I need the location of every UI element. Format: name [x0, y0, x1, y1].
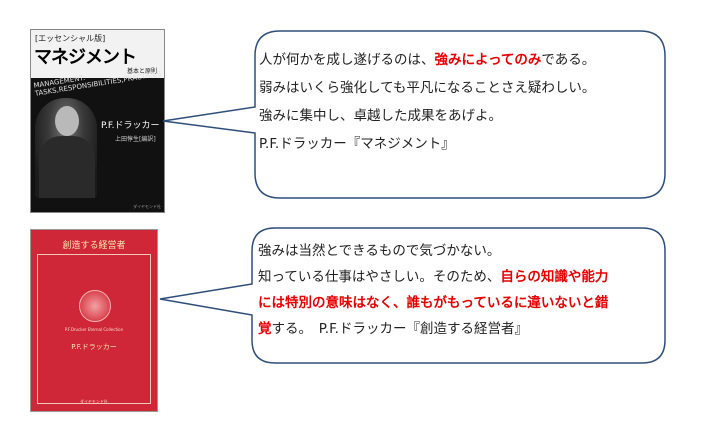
quote-management: 人が何かを成し遂げるのは、強みによってのみである。 弱みはいくら強化しても平凡に… [259, 46, 595, 158]
book-author: P.F.ドラッカー [101, 121, 160, 131]
cover-frame [37, 254, 151, 404]
quote-text: である。 [541, 52, 596, 68]
quote-creative-manager: 強みは当然とできるもので気づかない。 知っている仕事はやさしい。そのため、自らの… [258, 238, 608, 342]
book-publisher: ダイヤモンド社 [133, 204, 161, 209]
quote-emphasis: 自らの知識や能力 [500, 269, 609, 285]
quote-line: 人が何かを成し遂げるのは、強みによってのみである。 [259, 46, 595, 74]
quote-text: 人が何かを成し遂げるのは、 [259, 52, 435, 68]
speech-bubble-2 [159, 227, 666, 364]
quote-emphasis-line: には特別の意味はなく、誰もがもっているに違いないと錯 [258, 295, 609, 311]
management-book-cover: [エッセンシャル版] マネジメント 基本と原則 MANAGEMENT: TASK… [30, 29, 165, 213]
book-subtitle: 基本と原則 [127, 68, 158, 75]
book-edition-tag: [エッセンシャル版] [35, 34, 106, 43]
portrait-body [39, 136, 95, 198]
quote-line: 強みに集中し、卓越した成果をあげよ。 [259, 108, 502, 124]
book-author: P.F.ドラッカー [71, 343, 117, 351]
cover-emblem [79, 290, 111, 322]
cover-top-band [31, 30, 164, 78]
quote-line: 覚する。 P.F.ドラッカー『創造する経営者』 [258, 316, 608, 342]
author-portrait [35, 98, 97, 198]
book-title: マネジメント [34, 47, 137, 68]
quote-citation: P.F.ドラッカー『マネジメント』 [259, 136, 455, 152]
speech-bubble-1 [162, 30, 666, 199]
quote-line: 強みは当然とできるもので気づかない。 [258, 243, 501, 259]
quote-line: 弱みはいくら強化しても平凡になることさえ疑わしい。 [259, 80, 596, 96]
quote-line: 知っている仕事はやさしい。そのため、自らの知識や能力 [258, 264, 608, 290]
quote-text: 知っている仕事はやさしい。そのため、 [258, 269, 501, 285]
quote-emphasis: 強みによってのみ [434, 52, 542, 68]
creative-manager-book-cover: 創造する経営者 P.F.Drucker Eternal Collection P… [30, 229, 158, 412]
book-title: 創造する経営者 [62, 241, 126, 251]
quote-citation: する。 P.F.ドラッカー『創造する経営者』 [271, 321, 528, 337]
book-series: P.F.Drucker Eternal Collection [64, 327, 124, 332]
quote-emphasis: 覚 [258, 321, 272, 337]
portrait-head [55, 106, 79, 136]
book-translator: 上田惇生[編訳] [115, 136, 156, 143]
book-publisher: ダイヤモンド社 [80, 399, 108, 404]
